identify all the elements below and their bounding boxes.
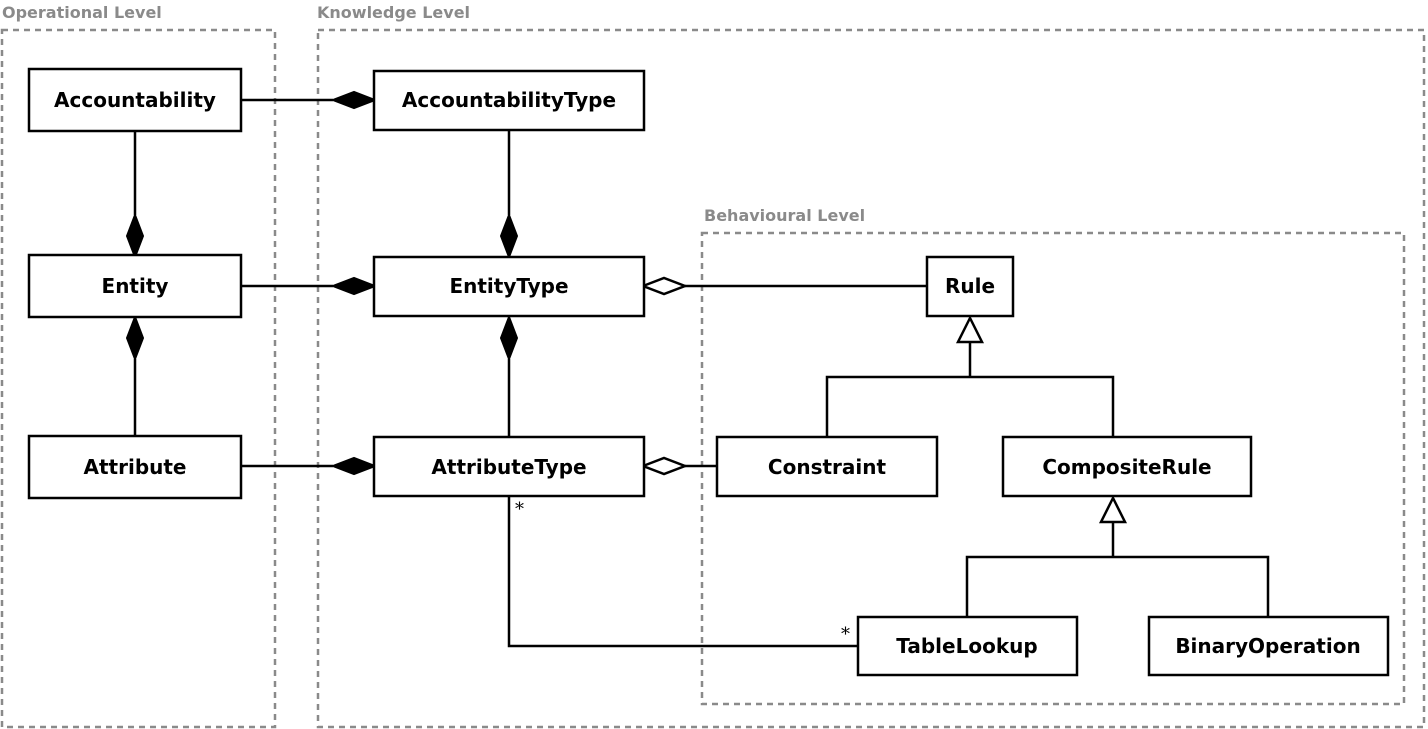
composition-diamond-entitytype-left [330, 276, 378, 296]
class-accountability-type-label: AccountabilityType [402, 88, 616, 112]
class-rule-label: Rule [945, 274, 995, 298]
class-composite-rule-label: CompositeRule [1042, 455, 1211, 479]
class-binary-operation[interactable]: BinaryOperation [1147, 615, 1390, 677]
behavioural-level-label: Behavioural Level [704, 206, 865, 225]
multiplicity-tablelookup: * [841, 624, 850, 645]
composition-diamond-entitytype-top [499, 212, 519, 260]
class-accountability-type[interactable]: AccountabilityType [372, 69, 646, 132]
operational-level-frame [0, 28, 277, 729]
operational-level-label: Operational Level [2, 3, 162, 22]
class-accountability-label: Accountability [54, 88, 216, 112]
class-binary-operation-label: BinaryOperation [1175, 634, 1360, 658]
behavioural-level-frame [700, 231, 1406, 706]
aggregation-diamond-attributetype-right [639, 456, 689, 476]
class-table-lookup-label: TableLookup [896, 634, 1037, 658]
class-rule[interactable]: Rule [925, 255, 1015, 318]
class-attribute[interactable]: Attribute [27, 434, 243, 500]
edge-generalization-rule [825, 375, 1115, 437]
composition-diamond-accountabilitytype [330, 90, 378, 110]
knowledge-level-frame [316, 28, 1426, 729]
class-attribute-type-label: AttributeType [431, 455, 586, 479]
generalization-triangle-compositerule [1098, 495, 1128, 524]
class-attribute-type[interactable]: AttributeType [372, 435, 646, 498]
class-table-lookup[interactable]: TableLookup [856, 615, 1079, 677]
class-constraint-label: Constraint [768, 455, 887, 479]
class-entity-type[interactable]: EntityType [372, 255, 646, 318]
class-entity-type-label: EntityType [449, 274, 568, 298]
class-entity-label: Entity [102, 274, 169, 298]
multiplicity-attributetype: * [515, 499, 524, 520]
composition-diamond-entity-top [125, 212, 145, 260]
class-entity[interactable]: Entity [27, 253, 243, 319]
class-accountability[interactable]: Accountability [27, 67, 243, 133]
composition-diamond-entity-bottom [125, 314, 145, 362]
aggregation-diamond-entitytype-right [639, 276, 689, 296]
class-constraint[interactable]: Constraint [715, 435, 939, 498]
composition-diamond-entitytype-bottom [499, 314, 519, 362]
edge-attributetype-tablelookup [507, 496, 858, 648]
composition-diamond-attributetype [330, 456, 378, 476]
edge-generalization-compositerule [965, 555, 1270, 617]
class-composite-rule[interactable]: CompositeRule [1001, 435, 1253, 498]
class-attribute-label: Attribute [84, 455, 187, 479]
generalization-triangle-rule [955, 315, 985, 344]
knowledge-level-label: Knowledge Level [317, 3, 470, 22]
